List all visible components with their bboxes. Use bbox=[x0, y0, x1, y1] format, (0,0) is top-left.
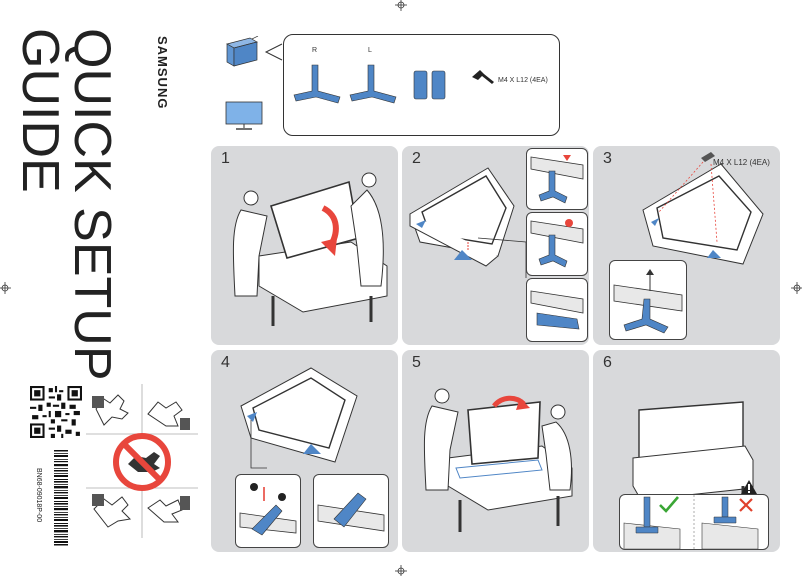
tv-box-icon bbox=[226, 36, 259, 67]
step-6-panel: 6 bbox=[593, 350, 780, 552]
step-5-panel: 5 bbox=[402, 350, 589, 552]
step-2-detail-2 bbox=[526, 212, 588, 276]
guide-title: QUICK SETUP GUIDE bbox=[11, 28, 138, 381]
brand-logo: SAMSUNG bbox=[155, 36, 170, 110]
step-4-panel: 4 bbox=[211, 350, 398, 552]
no-touch-icon bbox=[113, 433, 171, 491]
stand-left-icon bbox=[349, 64, 397, 104]
parts-list: R L M4 X L12 (4EA) bbox=[283, 34, 560, 136]
stand-right-icon bbox=[293, 64, 341, 104]
step-4-detail-1 bbox=[235, 474, 301, 548]
stand-right-label: R bbox=[312, 47, 318, 54]
step-2-panel: 2 bbox=[402, 146, 589, 345]
stand-left-label: L bbox=[368, 47, 372, 54]
warning-icon bbox=[741, 480, 757, 494]
step-3-screw-icon bbox=[701, 152, 715, 162]
step-2-number: 2 bbox=[412, 150, 421, 167]
screw-icon bbox=[472, 70, 494, 84]
step-2-detail-3 bbox=[526, 278, 588, 342]
part-number: BN68-09018P-00 bbox=[35, 468, 42, 523]
step-5-illustration bbox=[423, 388, 573, 532]
step-3-detail bbox=[609, 260, 687, 340]
title-line-2: GUIDE bbox=[11, 28, 69, 193]
step-3-illustration bbox=[642, 152, 764, 265]
check-icon bbox=[659, 496, 679, 513]
step-3-screw-label: M4 X L12 (4EA) bbox=[713, 158, 770, 167]
step-1-panel: 1 bbox=[211, 146, 398, 345]
step-3-number: 3 bbox=[603, 150, 612, 167]
parts-connector bbox=[264, 43, 283, 61]
step-6-detail bbox=[619, 494, 769, 550]
parts-screw-label: M4 X L12 (4EA) bbox=[498, 77, 548, 84]
step-2-detail-1 bbox=[526, 148, 588, 210]
step-3-panel: 3 M4 X L12 (4EA) bbox=[593, 146, 780, 345]
qr-code-icon bbox=[30, 386, 82, 438]
barcode-icon bbox=[54, 450, 68, 546]
step-6-illustration bbox=[632, 401, 757, 524]
step-2-illustration bbox=[409, 167, 527, 278]
step-4-detail-2 bbox=[313, 474, 389, 548]
guide-bracket-icon bbox=[413, 70, 446, 100]
step-5-number: 5 bbox=[412, 354, 421, 371]
tv-icon bbox=[225, 101, 263, 130]
cross-icon bbox=[739, 498, 753, 512]
step-4-illustration bbox=[240, 367, 358, 469]
step-4-number: 4 bbox=[221, 354, 230, 371]
step-6-number: 6 bbox=[603, 354, 612, 371]
title-line-1: QUICK SETUP bbox=[63, 28, 121, 381]
step-1-illustration bbox=[232, 172, 388, 326]
no-touch-warning bbox=[86, 384, 198, 538]
step-1-number: 1 bbox=[221, 150, 230, 167]
